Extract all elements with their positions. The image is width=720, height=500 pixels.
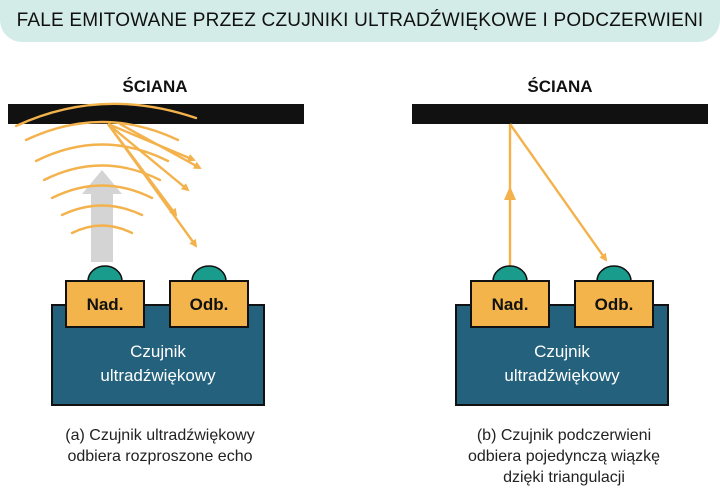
receiver-dome bbox=[596, 265, 632, 282]
sensor-label-line1: Czujnik bbox=[130, 342, 186, 361]
emission-arrow bbox=[82, 170, 122, 262]
receiver-box bbox=[169, 280, 249, 328]
transmitter-box bbox=[65, 280, 145, 328]
page-title: FALE EMITOWANE PRZEZ CZUJNIKI ULTRADŹWIĘ… bbox=[16, 10, 704, 31]
receiver-label: Odb. bbox=[190, 295, 229, 314]
wall bbox=[8, 104, 304, 124]
transmitter-box bbox=[470, 280, 550, 328]
caption-line2: odbiera pojedynczą wiązkę bbox=[468, 448, 660, 465]
echo-rays bbox=[107, 122, 202, 248]
wall-label: ŚCIANA bbox=[527, 77, 592, 96]
title-banner: FALE EMITOWANE PRZEZ CZUJNIKI ULTRADŹWIĘ… bbox=[0, 0, 720, 42]
transmitter-label: Nad. bbox=[87, 295, 124, 314]
ir-beam bbox=[504, 123, 608, 268]
transmitter-label: Nad. bbox=[492, 295, 529, 314]
caption-line3: dzięki triangulacji bbox=[503, 469, 625, 486]
receiver-dome bbox=[191, 265, 227, 282]
transmitter-dome bbox=[87, 265, 123, 282]
panel-a: ŚCIANA Czujnik ultradźwiękowy bbox=[8, 77, 304, 465]
wall bbox=[412, 104, 708, 124]
transmitter-dome bbox=[492, 265, 528, 282]
receiver-label: Odb. bbox=[595, 295, 634, 314]
caption-line1: (a) Czujnik ultradźwiękowy bbox=[65, 427, 254, 444]
wall-label: ŚCIANA bbox=[122, 77, 187, 96]
sensor-label-line1: Czujnik bbox=[534, 342, 590, 361]
receiver-box bbox=[574, 280, 654, 328]
sensor-label-line2: ultradźwiękowy bbox=[504, 366, 620, 385]
sensor-label-line2: ultradźwiękowy bbox=[100, 366, 216, 385]
panel-b: ŚCIANA Czujnik ultradźwiękowy Nad. Odb. … bbox=[412, 77, 708, 486]
sound-waves bbox=[14, 102, 198, 235]
caption-line2: odbiera rozproszone echo bbox=[67, 448, 252, 465]
caption-line1: (b) Czujnik podczerwieni bbox=[477, 427, 651, 444]
